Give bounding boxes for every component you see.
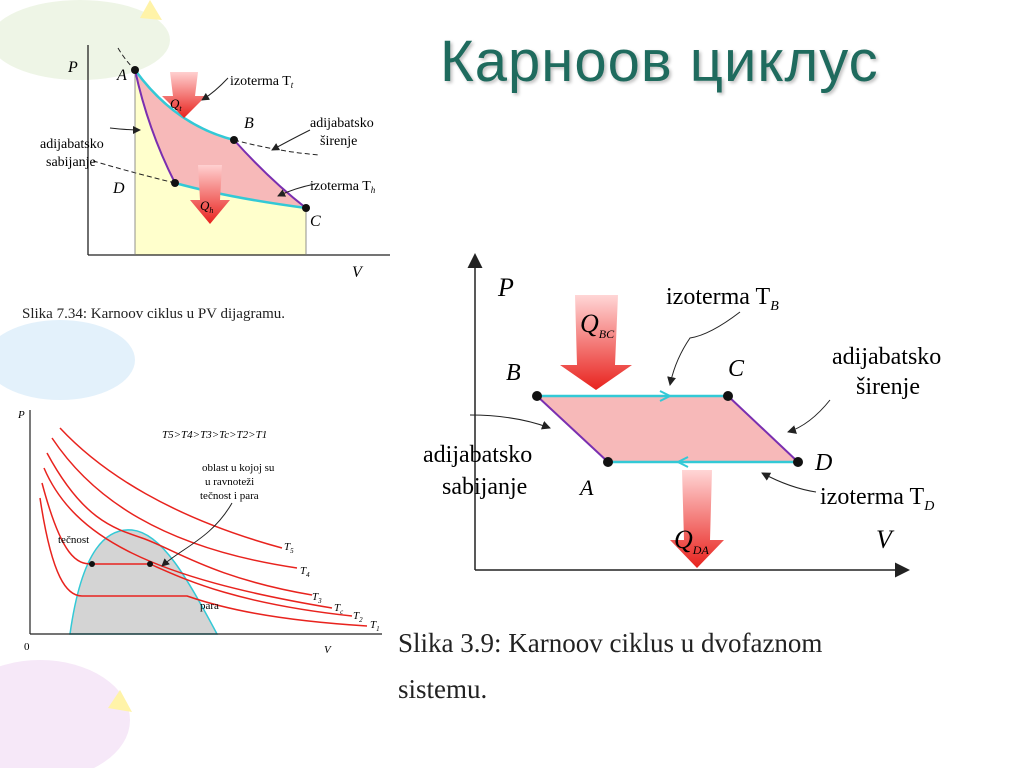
fig2-isotherm-t3 (46, 452, 313, 596)
fig1-point-b (230, 136, 238, 144)
fig3-point-c (723, 391, 733, 401)
fig3-heat-in-arrow (560, 295, 632, 390)
fig3-adiabat-exp-label-1: adijabatsko (832, 344, 941, 370)
fig2-label-tc: Tc (334, 602, 344, 616)
fig3-adiabat-comp-label-1: adijabatsko (423, 442, 532, 468)
fig1-isotherm-hot (133, 69, 235, 142)
fig1-point-b-label: B (244, 115, 254, 132)
fig3-axis-v-label: V (876, 525, 895, 554)
fig3-point-d (793, 457, 803, 467)
fig1-adiabat-compression (134, 69, 176, 184)
fig1-point-c-label: C (310, 213, 321, 230)
fig1-point-a (131, 66, 139, 74)
fig3-point-a (603, 457, 613, 467)
fig1-adiabat-expansion (233, 139, 307, 209)
fig2-axis-v-label: V (324, 644, 332, 656)
fig2-label-t1: T1 (370, 619, 380, 633)
fig1-isotherm-cold-label: izoterma Th (310, 179, 376, 195)
fig1-adiabat-exp-label-1: adijabatsko (310, 116, 374, 131)
fig3-isotherm-bottom-label: izoterma TD (820, 484, 934, 514)
fig2-label-t5: T5 (284, 541, 294, 555)
fig2-isotherm-t1 (39, 497, 368, 627)
fig2-two-phase-region (69, 529, 219, 635)
fig1-caption: Slika 7.34: Karnoov ciklus u PV dijagram… (22, 306, 286, 322)
fig3-point-b-label: B (506, 360, 521, 386)
fig3-adiabat-comp-label-2: sabijanje (442, 474, 527, 500)
fig3-point-c-label: C (728, 356, 745, 382)
slide-title: Карноов циклус (440, 29, 879, 94)
fig3-caption-line-1: Slika 3.9: Karnoov ciklus u dvofaznom (398, 628, 823, 658)
fig2-vapor-label: para (200, 600, 219, 612)
fig1-heat-out-label: Qh (200, 198, 213, 215)
fig2-isotherm-t5 (59, 427, 283, 549)
fig1-heat-in-label: Qt (170, 96, 182, 113)
fig3-caption-line-2: sistemu. (398, 674, 488, 704)
fig3-heat-out-arrow (670, 470, 724, 568)
fig2-axis-p-label: P (17, 409, 25, 421)
fig3-caption: Slika 3.9: Karnoov ciklus u dvofaznom si… (398, 620, 1018, 712)
fig1-adiabat-comp-label-1: adijabatsko (40, 137, 104, 152)
fig1-cycle-area (135, 70, 306, 208)
fig1-heat-in-arrow (162, 72, 206, 118)
fig1-pv-diagram: P V A B C D izoterma Tt izoterma Th adij… (40, 45, 390, 281)
fig1-point-d-label: D (112, 180, 125, 197)
fig3-point-b (532, 391, 542, 401)
fig3-axis-p-label: P (497, 273, 514, 302)
fig1-point-c (302, 204, 310, 212)
fig1-isotherm-cold (174, 181, 307, 210)
fig2-region-label-1: oblast u kojoj su (202, 462, 275, 474)
fig2-isotherm-tc (43, 467, 333, 609)
fig2-label-t4: T4 (300, 565, 310, 579)
fig2-temperature-ordering: T5>T4>T3>Tc>T2>T1 (162, 429, 267, 441)
fig1-point-a-label: A (116, 67, 127, 84)
fig1-axis-v-label: V (352, 264, 364, 281)
fig3-adiabat-exp-label-2: širenje (856, 374, 920, 400)
fig3-adiabat-cd (727, 395, 799, 463)
fig1-point-d (171, 179, 179, 187)
fig3-heat-out-label: QDA (674, 525, 709, 557)
fig2-label-t3: T3 (312, 591, 322, 605)
fig3-isotherm-top-label: izoterma TB (666, 284, 779, 314)
fig2-isotherm-t2 (41, 482, 353, 617)
fig3-point-a-label: A (578, 475, 594, 500)
fig3-adiabat-ab (536, 395, 609, 463)
fig2-liquid-label: tečnost (58, 534, 89, 546)
fig1-adiabat-exp-label-2: širenje (320, 134, 357, 149)
fig2-label-t2: T2 (353, 610, 363, 624)
fig2-isotherm-diagram: P V 0 T5>T4>T3>Tc>T2>T1 oblast u kojoj s… (17, 409, 382, 656)
fig3-point-d-label: D (814, 450, 832, 476)
fig2-origin-label: 0 (24, 641, 30, 653)
fig1-axis-p-label: P (67, 59, 78, 76)
fig1-heat-out-arrow (190, 165, 230, 224)
fig3-two-phase-cycle: P V B C D A izoterma TB izoterma TD adij… (423, 253, 941, 578)
fig1-isotherm-hot-label: izoterma Tt (230, 74, 294, 90)
fig2-isotherm-t4 (51, 437, 298, 569)
fig1-adiabat-comp-label-2: sabijanje (46, 155, 96, 170)
fig2-region-label-2: u ravnoteži (205, 476, 254, 488)
fig3-heat-in-label: QBC (580, 309, 615, 341)
fig2-region-label-3: tečnost i para (200, 490, 259, 502)
fig3-cycle-area (537, 396, 798, 462)
